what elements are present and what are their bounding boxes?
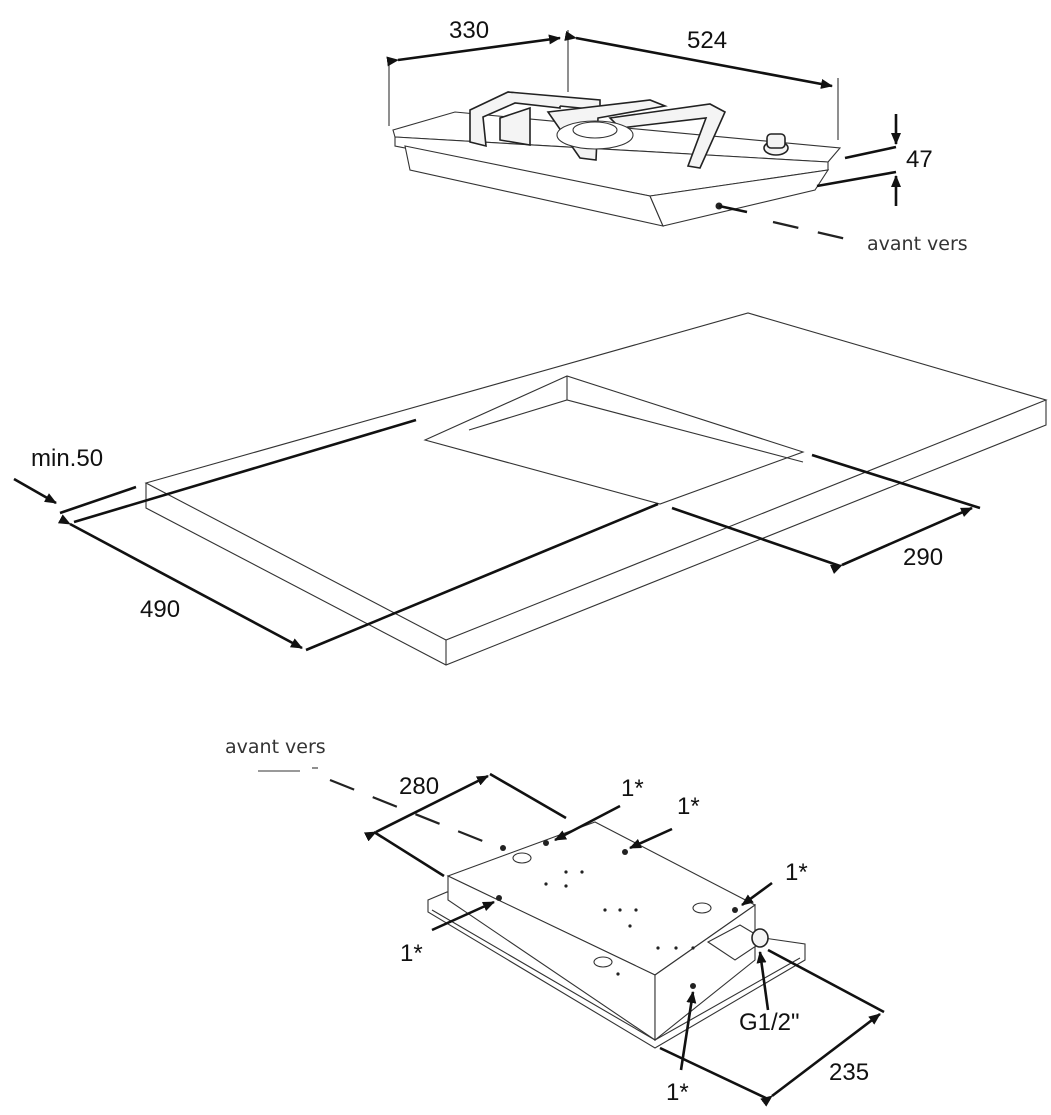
fix-label-2: 1*: [677, 793, 700, 820]
gas-leader: [756, 951, 770, 1011]
fix-leader-1: [554, 804, 621, 842]
dim-47-label: 47: [906, 146, 933, 173]
dim-235-ext-right: [767, 948, 885, 1014]
control-knob-top: [766, 133, 786, 149]
dim-280-label: 280: [399, 773, 439, 800]
screw-holes: [496, 840, 738, 989]
worktop-top-face: [144, 312, 1048, 641]
fix-leader-5: [679, 991, 697, 1071]
dim-490-ext-front: [305, 502, 659, 652]
dim-290-ext-front: [671, 506, 841, 568]
fix-leader-3: [741, 881, 773, 907]
front-note-bottom: avant vers: [225, 736, 326, 758]
fix-label-4: 1*: [400, 940, 423, 967]
fix-leader-4: [431, 900, 495, 932]
hob-body-front: [649, 169, 830, 227]
dim-490-ext-back: [73, 418, 417, 524]
dim-235-label: 235: [829, 1059, 869, 1086]
hob-bottom-view: avant vers 280 235 G1/2" 1* 1* 1* 1* 1*: [225, 736, 885, 1107]
gas-connector-nozzle: [751, 928, 769, 948]
grate-left-bar: [499, 106, 531, 146]
dim-490-arrow: [57, 514, 303, 650]
dim-280-ext-right: [489, 772, 567, 820]
worktop-sides: [145, 400, 1047, 666]
cutout-opening: [423, 375, 805, 505]
fix-label-1: 1*: [621, 775, 644, 802]
dim-min50-label: min.50: [31, 445, 103, 472]
dim-524-label: 524: [687, 27, 727, 54]
front-direction-dash: [772, 220, 856, 243]
dim-47-ext-top: [844, 145, 897, 160]
dim-490-label: 490: [140, 596, 180, 623]
fix-leader-2: [629, 827, 673, 850]
dim-235-arrow: [760, 1012, 881, 1107]
burner-crown: [572, 121, 618, 139]
grate-right: [608, 103, 727, 169]
dim-290-label: 290: [903, 544, 943, 571]
dim-330-arrow: [386, 34, 561, 67]
dim-280-ext-left: [373, 830, 445, 878]
dim-290-arrow: [829, 506, 973, 574]
hob-top-view: 330 524 47 avant vers: [386, 17, 968, 255]
front-note-top: avant vers: [867, 233, 968, 255]
boss-2: [692, 902, 712, 914]
dim-min50-arrow: [13, 477, 57, 505]
cutout-inner-edge: [468, 399, 804, 463]
dim-47-ext-bottom: [816, 170, 897, 188]
dim-330-label: 330: [449, 17, 489, 44]
dim-235-ext-left: [659, 1046, 771, 1102]
boss-3: [593, 956, 613, 968]
dim-524-arrow: [564, 31, 833, 89]
dim-280-arrow: [363, 774, 489, 842]
dim-min50-line: [59, 485, 137, 515]
fix-label-3: 1*: [785, 859, 808, 886]
fix-label-5: 1*: [666, 1079, 689, 1106]
dim-290-ext-back: [811, 453, 981, 510]
worktop-cutout-view: min.50 490 290: [13, 312, 1048, 666]
gas-inlet-leader: [718, 204, 748, 214]
boss-1: [512, 852, 532, 864]
gas-thread-label: G1/2": [739, 1009, 800, 1036]
